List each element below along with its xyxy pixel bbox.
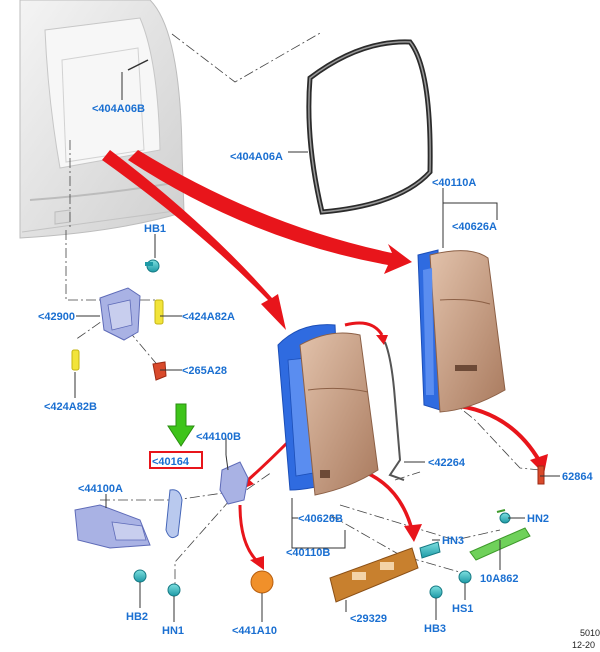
- label-441A10: <441A10: [232, 625, 277, 637]
- label-40110A: <40110A: [432, 177, 476, 189]
- hinge-44100B: [219, 454, 249, 505]
- highlight-box-40164: [149, 451, 203, 469]
- label-HB1: HB1: [144, 223, 166, 235]
- fasteners: [133, 259, 511, 599]
- label-HN3: HN3: [442, 535, 464, 547]
- nut-hn1: [167, 583, 181, 597]
- right-door-assembly: [417, 249, 506, 413]
- bumper-441A10: [250, 570, 274, 594]
- label-404A06A: <404A06A: [230, 151, 283, 163]
- red-arrow-to-right-door: [128, 150, 412, 274]
- label-HB3: HB3: [424, 623, 446, 635]
- lamp-62864: [537, 465, 545, 485]
- label-404A06B: <404A06B: [92, 103, 145, 115]
- weatherstrip-42264: [384, 341, 405, 481]
- label-29329: <29329: [350, 613, 387, 625]
- label-40110B: <40110B: [286, 547, 330, 559]
- nut-hn3: [419, 541, 441, 559]
- red-arrow-to-light: [449, 403, 542, 464]
- label-40626A: <40626A: [452, 221, 497, 233]
- label-62864: 62864: [562, 471, 593, 483]
- label-HN1: HN1: [162, 625, 184, 637]
- label-265A28: <265A28: [182, 365, 227, 377]
- label-HS1: HS1: [452, 603, 473, 615]
- red-arrow-to-handle: [359, 468, 414, 531]
- label-424A82B: <424A82B: [44, 401, 97, 413]
- bolt-hb2: [133, 569, 147, 583]
- screw-hs1: [458, 570, 472, 584]
- part-labels: <404A06B <404A06A <40110A <40626A HB1 <4…: [38, 103, 593, 637]
- handle-trim-29329: [329, 547, 419, 603]
- bump-stop-424A82A: [154, 299, 164, 325]
- bolt-hb1: [145, 259, 160, 273]
- label-42900: <42900: [38, 311, 75, 323]
- red-arrow-to-left-door: [102, 150, 286, 330]
- check-strap-40164: [165, 489, 183, 539]
- bump-stop-424A82B: [71, 349, 80, 371]
- label-HB2: HB2: [126, 611, 148, 623]
- label-44100B: <44100B: [196, 431, 241, 443]
- lower-hinge-44100A: [74, 504, 151, 549]
- label-44100A: <44100A: [78, 483, 123, 495]
- footer-code: 5010: [580, 628, 600, 638]
- label-HN2: HN2: [527, 513, 549, 525]
- red-arrow-to-bumper: [238, 504, 260, 564]
- red-arrow-to-seal: [344, 321, 384, 336]
- label-40626B: <40626B: [298, 513, 343, 525]
- clip-265A28: [152, 361, 167, 381]
- label-40164: <40164: [152, 456, 190, 468]
- label-424A82A: <424A82A: [182, 311, 235, 323]
- bolt-hb3: [429, 585, 443, 599]
- label-42264: <42264: [428, 457, 466, 469]
- footer-date: 12-20: [572, 640, 595, 650]
- left-door-assembly: [277, 324, 379, 496]
- green-pointer-arrow: [167, 403, 195, 447]
- door-seal: [306, 39, 433, 215]
- label-10A862: 10A862: [480, 573, 519, 585]
- leader-lines: [74, 72, 560, 622]
- upper-hinge-42900: [99, 287, 141, 341]
- flow-arrows: [102, 150, 548, 570]
